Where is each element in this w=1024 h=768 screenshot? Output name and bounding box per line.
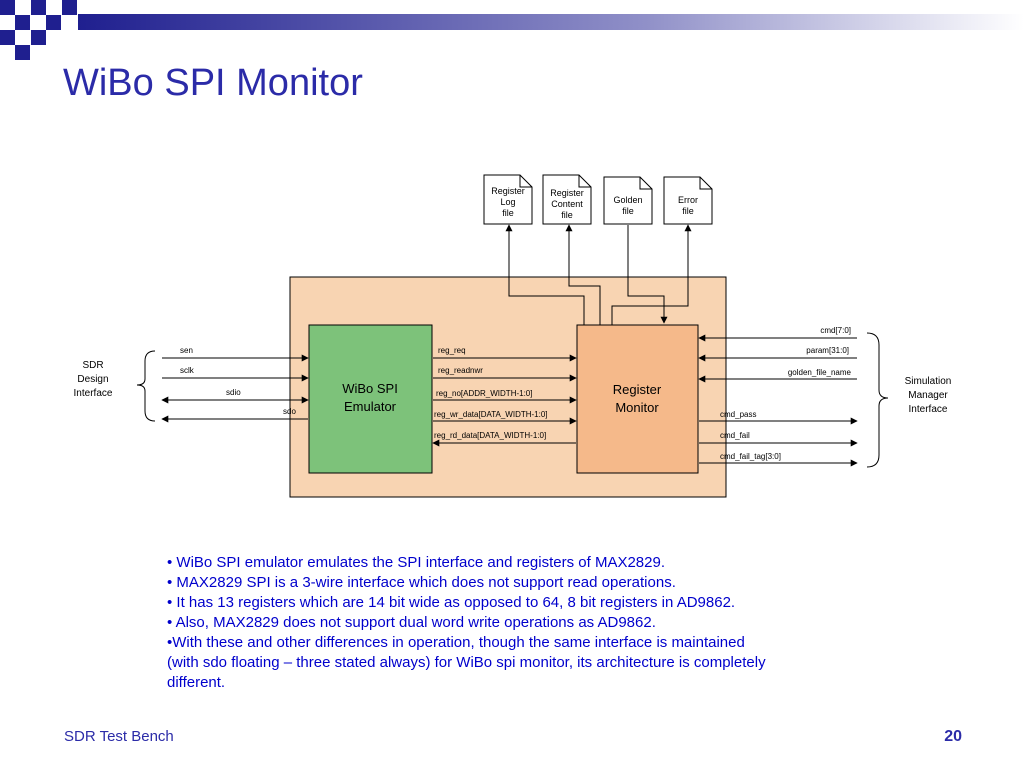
file-icon-register-content: Register Content file [542, 174, 592, 225]
signal-sdo: sdo [283, 407, 296, 416]
left-interface-line3: Interface [74, 388, 113, 399]
bullet-item: • MAX2829 SPI is a 3-wire interface whic… [167, 574, 676, 591]
file-label-line2: Content [551, 199, 583, 209]
bullet-item: • Also, MAX2829 does not support dual wo… [167, 614, 656, 631]
bullet-item: • It has 13 registers which are 14 bit w… [167, 594, 736, 611]
bullet-item: • WiBo SPI emulator emulates the SPI int… [167, 554, 665, 571]
emulator-label-line1: WiBo SPI [342, 381, 398, 396]
right-interface-line2: Manager [908, 390, 948, 401]
internal-signals [432, 354, 577, 447]
signal-golden-file-name: golden_file_name [788, 368, 852, 377]
file-label-line2: Log [500, 197, 515, 207]
conn-register-content [565, 224, 601, 325]
right-brace [866, 332, 889, 468]
signal-cmd-fail-tag: cmd_fail_tag[3:0] [720, 452, 781, 461]
conn-golden [627, 225, 668, 324]
signal-reg-wr-data: reg_wr_data[DATA_WIDTH-1:0] [434, 410, 548, 419]
signal-sdio: sdio [226, 388, 241, 397]
right-interface-line3: Interface [909, 404, 948, 415]
signal-param: param[31:0] [806, 346, 849, 355]
bullet-list: • WiBo SPI emulator emulates the SPI int… [167, 553, 767, 693]
file-label-line2: file [622, 206, 634, 216]
footer-text: SDR Test Bench [64, 728, 174, 745]
signal-sclk: sclk [180, 366, 195, 375]
file-label-line1: Register [491, 186, 525, 196]
file-label-line3: file [502, 208, 514, 218]
file-label-line1: Register [550, 188, 584, 198]
left-brace [136, 350, 156, 422]
signal-cmd: cmd[7:0] [820, 326, 851, 335]
signal-sen: sen [180, 346, 193, 355]
page-number: 20 [944, 728, 962, 745]
file-label-line3: file [561, 210, 573, 220]
signal-reg-no: reg_no[ADDR_WIDTH-1:0] [436, 389, 532, 398]
block-diagram: Register Log file Register Content file … [74, 174, 952, 498]
checker-pattern [0, 0, 77, 60]
file-icon-register-log: Register Log file [483, 174, 533, 225]
file-label-line1: Golden [613, 195, 642, 205]
file-icon-golden: Golden file [603, 176, 653, 225]
file-label-line2: file [682, 206, 694, 216]
file-connections [505, 224, 692, 325]
spi-signals [161, 354, 309, 423]
right-interface-line1: Simulation [905, 376, 952, 387]
sim-outputs [699, 417, 858, 467]
monitor-label-line2: Monitor [615, 400, 659, 415]
slide-title: WiBo SPI Monitor [63, 62, 363, 104]
emulator-label-line2: Emulator [344, 399, 397, 414]
signal-cmd-pass: cmd_pass [720, 410, 756, 419]
signal-cmd-fail: cmd_fail [720, 431, 750, 440]
left-interface-line2: Design [77, 374, 108, 385]
monitor-block: Register Monitor [576, 324, 699, 474]
monitor-label-line1: Register [613, 382, 662, 397]
signal-reg-req: reg_req [438, 346, 466, 355]
sim-inputs [698, 334, 857, 383]
bullet-item: •With these and other differences in ope… [167, 634, 766, 691]
header-decoration [0, 0, 1024, 60]
emulator-block: WiBo SPI Emulator [308, 324, 433, 474]
header-gradient-bar [78, 14, 1024, 30]
signal-reg-rd-data: reg_rd_data[DATA_WIDTH-1:0] [434, 431, 546, 440]
file-label-line1: Error [678, 195, 698, 205]
conn-register-log [505, 224, 585, 325]
file-icon-error: Error file [663, 176, 713, 225]
left-interface-line1: SDR [82, 360, 103, 371]
conn-error [611, 224, 692, 325]
signal-reg-readnwr: reg_readnwr [438, 366, 483, 375]
